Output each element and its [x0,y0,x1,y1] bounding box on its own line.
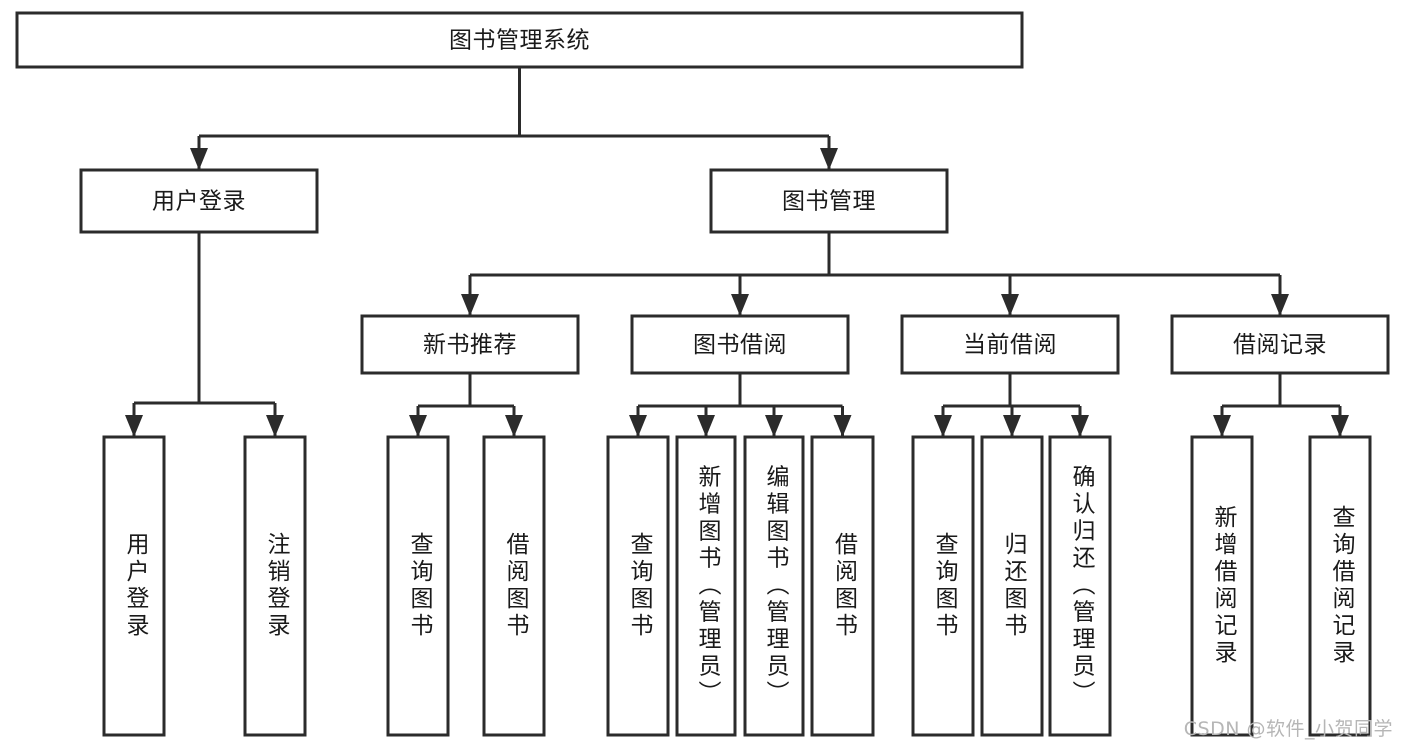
arrow-head-icon [934,415,952,437]
node-box [386,435,450,737]
arrow-head-icon [697,415,715,437]
node-box [1170,314,1390,375]
arrow-head-icon [1271,294,1289,316]
node-label: 图书管理 [782,189,876,215]
node-label: 查询借阅记录 [1328,505,1356,667]
node-l2-book-manage[interactable]: 图书管理 [709,168,949,234]
arrow-head-icon [820,148,838,170]
node-l2-user-login[interactable]: 用户登录 [79,168,319,234]
node-box [980,435,1044,737]
edge-group-l2_user_login [125,232,284,437]
node-layer: 图书管理系统用户登录图书管理新书推荐图书借阅当前借阅借阅记录用户登录注销登录查询… [15,11,1390,737]
arrow-head-icon [409,415,427,437]
node-label: 新增图书（管理员） [694,465,722,708]
node-box [630,314,850,375]
node-label: 借阅图书 [502,532,530,640]
edge-group-l2_book_manage [461,232,1289,316]
node-label: 归还图书 [1000,532,1028,640]
node-leaf-user-login[interactable]: 用户登录 [102,435,166,737]
arrow-head-icon [1071,415,1089,437]
arrow-head-icon [190,148,208,170]
edge-group-l3_borrow_record [1213,373,1349,437]
node-leaf-br-query[interactable]: 查询借阅记录 [1308,435,1372,737]
node-l3-current-borrow[interactable]: 当前借阅 [900,314,1120,375]
node-box [606,435,670,737]
node-label: 新增借阅记录 [1210,505,1238,667]
node-label: 图书借阅 [693,332,787,358]
node-leaf-bb-query[interactable]: 查询图书 [606,435,670,737]
node-leaf-nbr-query[interactable]: 查询图书 [386,435,450,737]
arrow-head-icon [266,415,284,437]
arrow-head-icon [833,415,852,437]
node-box [15,11,1024,69]
node-box [102,435,166,737]
arrow-head-icon [125,415,143,437]
node-box [911,435,975,737]
node-leaf-cb-confirm[interactable]: 确认归还（管理员） [1048,435,1112,737]
node-box [1308,435,1372,737]
node-leaf-br-add[interactable]: 新增借阅记录 [1190,435,1254,737]
node-box [482,435,546,737]
node-leaf-cb-query[interactable]: 查询图书 [911,435,975,737]
node-label: 用户登录 [152,189,246,215]
node-l3-book-borrow[interactable]: 图书借阅 [630,314,850,375]
arrow-head-icon [505,415,523,437]
edge-group-l3_current_borrow [934,373,1089,437]
edge-group-l3_new_book_rec [409,373,523,437]
node-label: 查询图书 [406,532,434,640]
node-label: 查询图书 [931,532,959,640]
node-box [675,435,737,737]
node-leaf-nbr-borrow[interactable]: 借阅图书 [482,435,546,737]
node-box [360,314,580,375]
edge-layer [125,67,1349,437]
node-root[interactable]: 图书管理系统 [15,11,1024,69]
node-label: 图书管理系统 [449,28,590,54]
node-box [900,314,1120,375]
arrow-head-icon [1001,294,1019,316]
arrow-head-icon [461,294,479,316]
node-leaf-bb-add[interactable]: 新增图书（管理员） [675,435,737,737]
edge-group-l3_book_borrow [629,373,852,437]
node-box [1048,435,1112,737]
node-box [243,435,307,737]
node-l3-borrow-record[interactable]: 借阅记录 [1170,314,1390,375]
node-leaf-cb-return[interactable]: 归还图书 [980,435,1044,737]
node-l3-new-book-rec[interactable]: 新书推荐 [360,314,580,375]
node-label: 确认归还（管理员） [1068,465,1096,708]
node-box [79,168,319,234]
node-label: 注销登录 [263,532,291,640]
node-label: 新书推荐 [423,332,517,358]
arrow-head-icon [1003,415,1021,437]
node-label: 查询图书 [626,532,654,640]
node-label: 编辑图书（管理员） [762,465,790,708]
node-leaf-bb-edit[interactable]: 编辑图书（管理员） [743,435,805,737]
arrow-head-icon [731,294,749,316]
arrow-head-icon [629,415,647,437]
node-box [1190,435,1254,737]
arrow-head-icon [1213,415,1231,437]
node-label: 借阅记录 [1233,332,1327,358]
node-leaf-bb-borrow[interactable]: 借阅图书 [810,435,875,737]
arrow-head-icon [1331,415,1349,437]
node-label: 用户登录 [122,532,150,640]
node-leaf-user-logout[interactable]: 注销登录 [243,435,307,737]
node-box [810,435,875,737]
edge-group-root [190,67,838,170]
arrow-head-icon [765,415,783,437]
node-box [743,435,805,737]
node-box [709,168,949,234]
node-label: 借阅图书 [831,532,859,640]
node-label: 当前借阅 [963,332,1057,358]
